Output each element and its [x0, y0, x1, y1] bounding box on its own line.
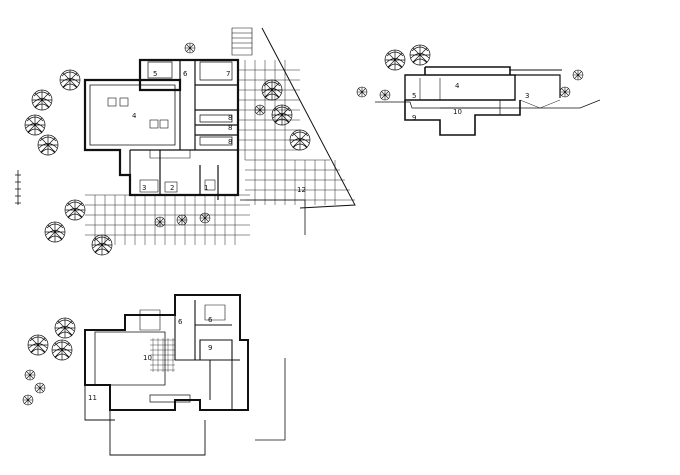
room-number: 4	[455, 82, 460, 90]
site-boundary	[261, 27, 356, 209]
landscape-trees	[24, 42, 311, 256]
paving-grid	[85, 60, 355, 245]
scale-bar	[15, 170, 21, 205]
room-number: 4	[132, 112, 137, 120]
room-number: 1	[204, 184, 208, 192]
room-number: 6	[183, 70, 188, 78]
room-number: 9	[412, 114, 416, 122]
hatched-wall	[150, 338, 175, 372]
room-number: 11	[88, 394, 97, 402]
room-number: 2	[170, 184, 174, 192]
room-number: 3	[525, 92, 529, 100]
room-number: 8	[228, 138, 232, 146]
ground-floor-plan: 5 6 7 4 8 8 8 3 2 1 12	[15, 27, 356, 256]
section-trees	[356, 44, 584, 101]
building-section: 4 5 3 10 9	[356, 44, 601, 136]
room-number: 8	[228, 114, 232, 122]
lower-trees	[22, 317, 76, 406]
room-number: 9	[208, 344, 212, 352]
room-number: 8	[228, 124, 232, 132]
entry-stair	[231, 27, 253, 56]
room-number: 5	[153, 70, 157, 78]
lower-floor-plan: 6 6 10 9 11	[22, 294, 286, 456]
house-walls	[83, 58, 240, 200]
room-number: 3	[142, 184, 146, 192]
room-number: 5	[412, 92, 416, 100]
room-number: 6	[208, 316, 213, 324]
room-number: 10	[453, 108, 462, 116]
room-number: 6	[178, 318, 183, 326]
room-number: 12	[297, 186, 306, 194]
room-number: 7	[226, 70, 230, 78]
room-number: 10	[143, 354, 152, 362]
